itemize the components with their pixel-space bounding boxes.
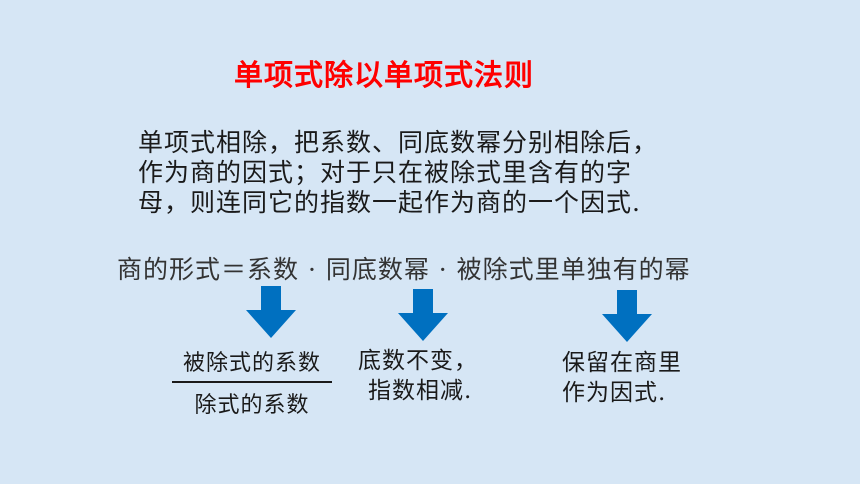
- arrow-down-icon: [246, 286, 296, 338]
- fraction-denominator: 除式的系数: [194, 392, 310, 418]
- arrow-down-icon: [602, 290, 652, 342]
- coefficient-fraction: 被除式的系数 除式的系数: [172, 345, 332, 419]
- arrow-down-icon: [398, 289, 448, 341]
- slide-title: 单项式除以单项式法则: [234, 58, 535, 92]
- rule-line: 作为商的因式；对于只在被除式里含有的字: [138, 158, 633, 187]
- fraction-bar: [172, 381, 332, 383]
- note-line: 作为因式.: [562, 380, 667, 406]
- rule-line: 母，则连同它的指数一起作为商的一个因式.: [138, 188, 641, 217]
- exponent-note: 底数不变， 指数相减.: [358, 346, 478, 406]
- rule-paragraph: 单项式相除，把系数、同底数幂分别相除后， 作为商的因式；对于只在被除式里含有的字…: [138, 128, 658, 218]
- remaining-factor-note: 保留在商里 作为因式.: [562, 348, 682, 408]
- note-line: 保留在商里: [562, 350, 682, 376]
- note-line: 指数相减.: [368, 378, 473, 404]
- rule-line: 单项式相除，把系数、同底数幂分别相除后，: [138, 128, 659, 157]
- quotient-formula: 商的形式＝系数 · 同底数幂 · 被除式里单独有的幂: [117, 255, 691, 284]
- note-line: 底数不变，: [358, 348, 478, 374]
- fraction-numerator: 被除式的系数: [182, 351, 321, 376]
